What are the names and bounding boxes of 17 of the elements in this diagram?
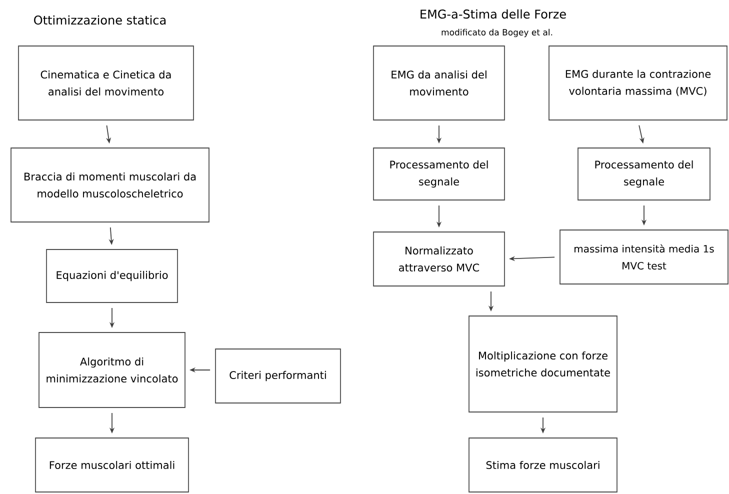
process-box: Processamento del segnale [373, 148, 505, 200]
process-box: Criteri performanti [215, 348, 341, 404]
process-box: EMG da analisi del movimento [373, 46, 505, 120]
heading: EMG-a-Stima delle Forze [420, 9, 566, 19]
process-box: Equazioni d'equilibrio [46, 249, 178, 303]
process-box: Forze muscolari ottimali [35, 438, 189, 492]
process-box: EMG durante la contrazione volontaria massima (MVC) [548, 46, 728, 120]
heading: Ottimizzazione statica [34, 15, 166, 25]
process-box: Braccia di momenti muscolari da modello muscoloscheletrico [10, 148, 210, 222]
process-box: Moltiplicazione con forze isometriche documentate [468, 316, 618, 412]
process-box: Cinematica e Cinetica da analisi del movimento [18, 46, 194, 120]
heading: modificato da Bogey et al. [442, 28, 552, 38]
process-box: massima intensità media 1s MVC test [560, 230, 728, 284]
process-box: Algoritmo di minimizzazione vincolato [38, 332, 186, 408]
process-box: Normalizzato attraverso MVC [373, 232, 505, 286]
process-box: Processamento del segnale [578, 148, 710, 200]
process-box: Stima forze muscolari [468, 438, 618, 492]
